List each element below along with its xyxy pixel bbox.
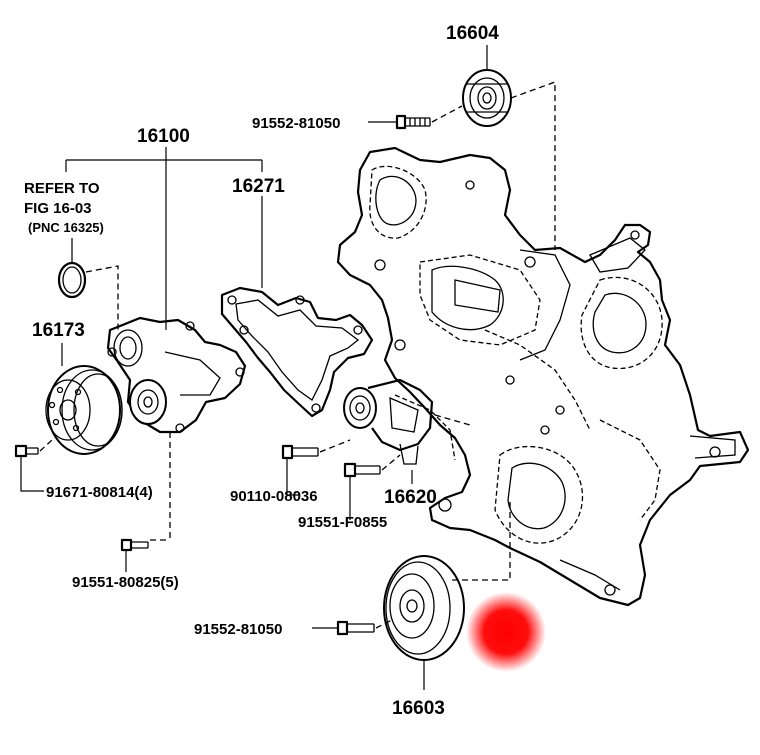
label-refer-line1: REFER TO [24, 180, 100, 197]
water-pump-16100-drawing [106, 316, 247, 434]
label-16100[interactable]: 16100 [137, 126, 190, 147]
bolt-91671-drawing [14, 444, 39, 458]
dash-bolt-to-16603 [375, 619, 393, 629]
dash-bolt-to-16604 [431, 105, 463, 123]
label-refer-line3[interactable]: (PNC 16325) [28, 220, 104, 235]
bolt-91551-80825-drawing [120, 538, 149, 552]
dash-tensioner-to-cover [434, 414, 471, 426]
dash-16604-to-cover [510, 81, 556, 250]
dash-90110-to-tensioner [319, 439, 351, 453]
label-16173[interactable]: 16173 [32, 320, 85, 341]
dash-ring-to-pump [85, 265, 119, 330]
label-16604[interactable]: 16604 [446, 23, 499, 44]
tensioner-16620-drawing [343, 378, 434, 465]
bolt-91552-top-drawing [395, 114, 431, 130]
leader-91671 [20, 456, 44, 492]
bracket-16100 [65, 147, 263, 330]
pulley-16603-drawing [383, 555, 465, 661]
label-90110[interactable]: 90110-08036 [230, 488, 318, 505]
bolt-91552-bottom-drawing [336, 620, 375, 636]
label-16620[interactable]: 16620 [384, 487, 437, 508]
o-ring-16325-drawing [57, 261, 87, 299]
gasket-16271-drawing [220, 286, 374, 418]
label-91552-top[interactable]: 91552-81050 [252, 115, 340, 132]
label-16271[interactable]: 16271 [232, 176, 285, 197]
dash-f-bolt-to-tensioner [381, 454, 401, 471]
label-16603[interactable]: 16603 [392, 698, 445, 719]
label-refer-line2: FIG 16-03 [24, 200, 92, 217]
label-91671[interactable]: 91671-80814(4) [46, 484, 153, 501]
pulley-16604-drawing [462, 69, 512, 127]
red-location-marker [466, 592, 546, 672]
bolt-91551-f-drawing [343, 462, 381, 478]
leader-90110 [286, 458, 300, 496]
bolt-90110-drawing [281, 444, 319, 460]
dash-bolt-to-16173 [39, 439, 53, 452]
dash-16603-to-cover [452, 500, 511, 581]
timing-cover-drawing [336, 146, 750, 607]
label-91551-80825[interactable]: 91551-80825(5) [72, 574, 179, 591]
label-91551-f0855[interactable]: 91551-F0855 [298, 514, 387, 531]
label-91552-bottom[interactable]: 91552-81050 [194, 621, 282, 638]
pulley-16173-drawing [45, 365, 123, 455]
